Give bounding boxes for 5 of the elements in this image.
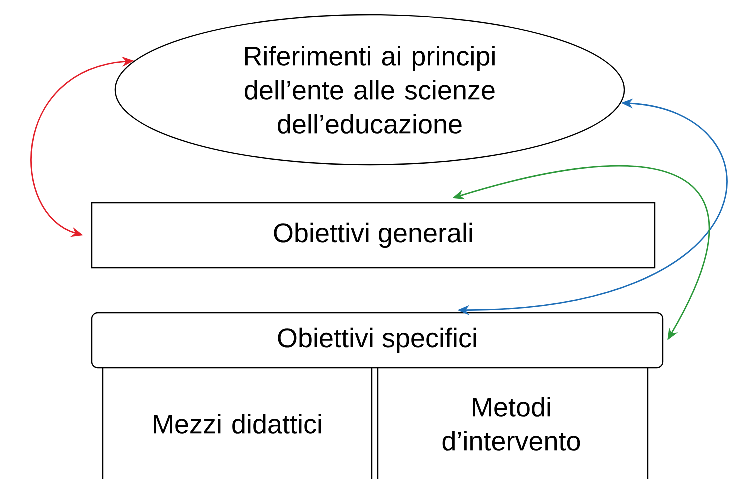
column-box: Metodi d’intervento — [377, 368, 649, 479]
process-box: Obiettivi generali — [91, 202, 656, 269]
ellipse-node: Riferimenti ai principi dell’ente alle scienze dell’educazione — [114, 14, 626, 166]
column-box: Mezzi didattici — [102, 368, 373, 479]
process-box: Obiettivi specifici — [91, 312, 664, 369]
